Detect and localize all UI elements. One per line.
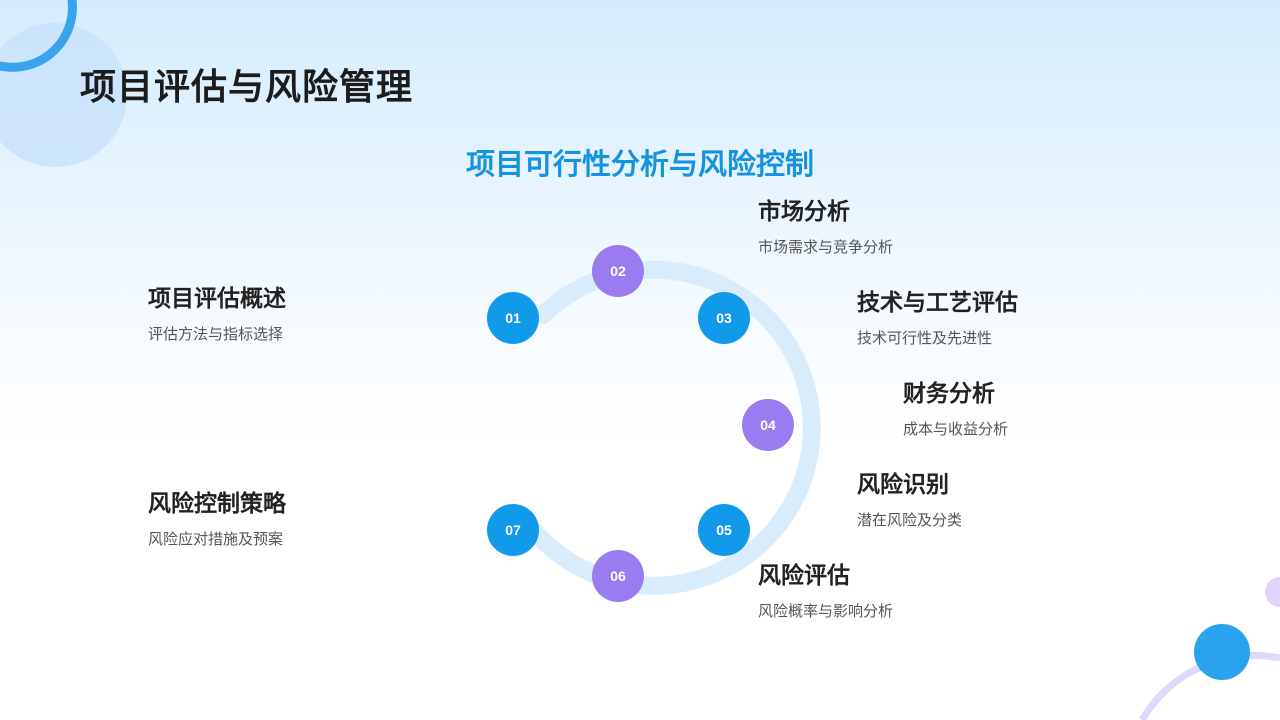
item-risk-assessment: 风险评估 风险概率与影响分析 xyxy=(758,561,893,621)
node-05: 05 xyxy=(698,504,750,556)
item-desc: 技术可行性及先进性 xyxy=(857,329,993,347)
decorative-circles-bottom-right xyxy=(1138,577,1280,720)
item-desc: 市场需求与竞争分析 xyxy=(758,238,894,256)
item-title: 技术与工艺评估 xyxy=(857,290,1018,316)
item-title: 风险识别 xyxy=(857,472,949,498)
item-title: 财务分析 xyxy=(903,381,995,407)
node-06: 06 xyxy=(592,550,644,602)
item-title: 项目评估概述 xyxy=(148,286,286,312)
item-market: 市场分析 市场需求与竞争分析 xyxy=(758,197,893,257)
item-technology: 技术与工艺评估 技术可行性及先进性 xyxy=(857,288,1018,348)
node-03: 03 xyxy=(698,292,750,344)
item-desc: 成本与收益分析 xyxy=(903,420,1009,438)
item-title: 风险控制策略 xyxy=(148,491,286,517)
node-02: 02 xyxy=(592,245,644,297)
item-desc: 风险概率与影响分析 xyxy=(758,602,894,620)
item-finance: 财务分析 成本与收益分析 xyxy=(903,379,1008,439)
page-title: 项目评估与风险管理 xyxy=(80,67,414,108)
node-04: 04 xyxy=(742,399,794,451)
item-risk-identification: 风险识别 潜在风险及分类 xyxy=(857,470,962,530)
item-overview: 项目评估概述 评估方法与指标选择 xyxy=(148,284,286,344)
item-desc: 风险应对措施及预案 xyxy=(148,530,284,548)
item-title: 市场分析 xyxy=(758,199,850,225)
item-desc: 潜在风险及分类 xyxy=(857,511,963,529)
item-risk-control: 风险控制策略 风险应对措施及预案 xyxy=(148,489,286,549)
item-desc: 评估方法与指标选择 xyxy=(148,325,284,343)
node-07: 07 xyxy=(487,504,539,556)
diagram-subtitle: 项目可行性分析与风险控制 xyxy=(465,147,814,181)
node-01: 01 xyxy=(487,292,539,344)
decorative-circles-top-left xyxy=(0,0,127,167)
item-title: 风险评估 xyxy=(758,563,850,589)
